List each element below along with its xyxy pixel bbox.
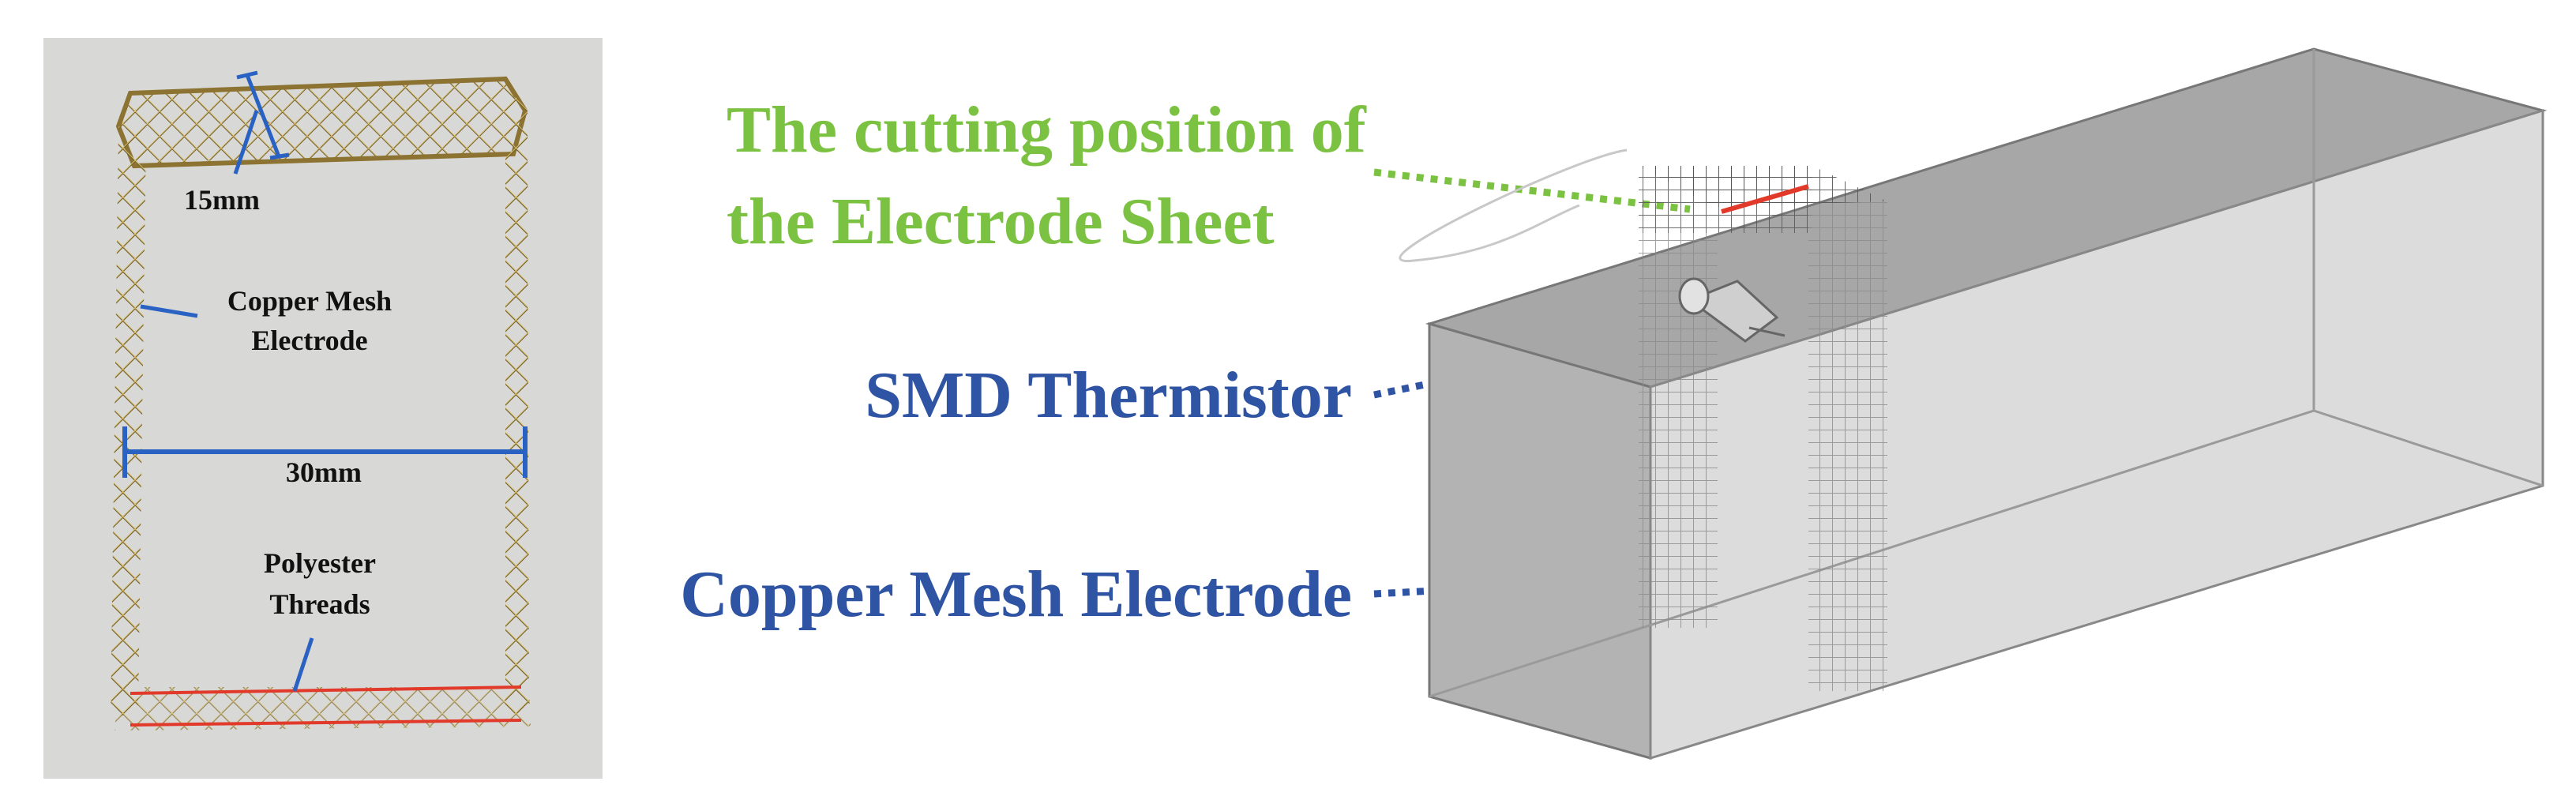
electrode-label-line1: Copper Mesh <box>227 285 392 317</box>
mesh-right-wall <box>505 95 529 719</box>
mesh-left-wall <box>111 126 146 719</box>
cutting-position-label-line2: the Electrode Sheet <box>727 185 1275 258</box>
electrode-mesh-top <box>1639 166 1887 207</box>
box-front-face <box>1428 322 1652 760</box>
photo-panel: 15mm Copper Mesh Electrode 30mm Polyeste… <box>43 38 603 779</box>
electrode-mesh-right-leg <box>1808 201 1887 691</box>
dimension-15mm-label: 15mm <box>184 184 260 216</box>
threads-label-line1: Polyester <box>264 547 376 579</box>
labels-group: The cutting position of the Electrode Sh… <box>680 93 1825 631</box>
dimension-15mm <box>233 70 290 175</box>
threads-leader-line <box>292 637 314 692</box>
mesh-bottom-strip <box>115 687 531 731</box>
cutting-position-line <box>1721 184 1809 214</box>
cutting-position-label-line1: The cutting position of <box>727 93 1367 167</box>
smd-thermistor <box>1678 277 1786 343</box>
cutting-leader-line <box>1373 168 1691 213</box>
thermistor-label: SMD Thermistor <box>865 359 1352 432</box>
polyester-thread-upper <box>130 685 522 695</box>
threads-label-line2: Threads <box>269 588 370 620</box>
dimension-30mm <box>122 426 528 478</box>
electrode-label-line2: Electrode <box>251 325 367 356</box>
thermistor-wire <box>1399 148 1628 262</box>
polyester-thread-lower <box>130 719 522 727</box>
dimension-30mm-label: 30mm <box>286 456 362 488</box>
electrode-leader-line <box>140 304 198 318</box>
mesh-top-surface <box>118 79 525 166</box>
model-3d <box>1399 47 2548 761</box>
mesh-electrode-label: Copper Mesh Electrode <box>680 558 1352 631</box>
